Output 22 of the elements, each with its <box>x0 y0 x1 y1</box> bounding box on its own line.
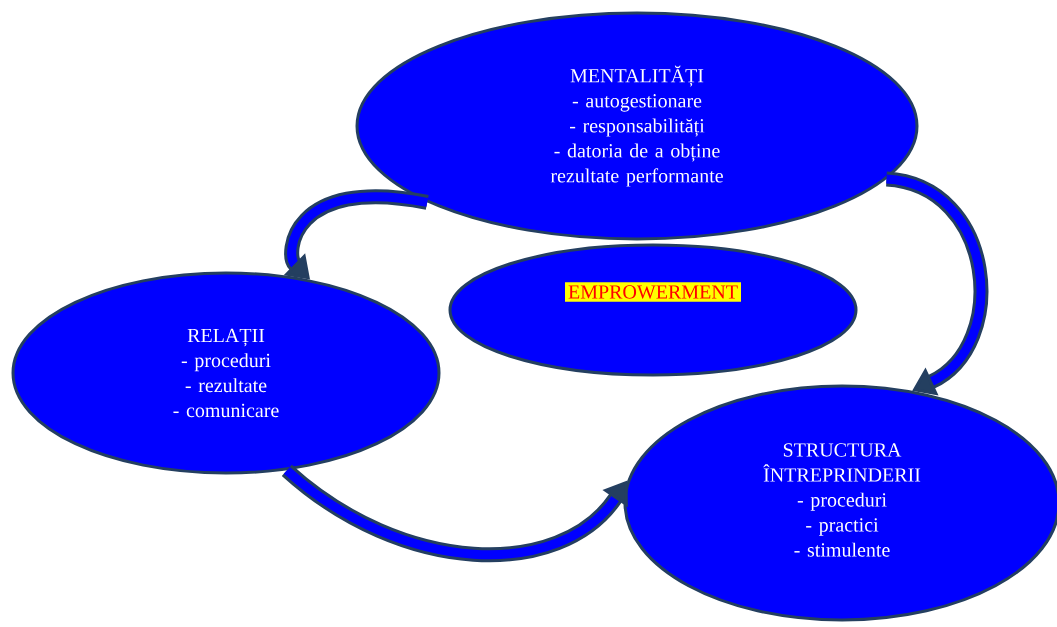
node-text: RELAȚII - proceduri - rezultate - comunicare <box>173 328 279 418</box>
curved-arrow <box>282 464 628 562</box>
node-label: - responsabilități <box>569 118 705 137</box>
node-label: RELAȚII <box>187 328 265 347</box>
node-label: MENTALITĂȚI <box>570 65 704 87</box>
ellipse <box>355 11 919 241</box>
node-label: STRUCTURA ÎNTREPRINDERII <box>763 443 921 482</box>
ellipse <box>448 243 858 377</box>
node-label: - practici <box>806 518 879 536</box>
node-label: - rezultate <box>185 378 267 393</box>
node-text: MENTALITĂȚI - autogestionare - responsabilități - datoria de a obține rezultate performante <box>550 65 723 187</box>
node-text: STRUCTURA ÎNTREPRINDERII - proceduri - practici - stimulente <box>763 443 921 557</box>
node-label: - comunicare <box>173 403 279 418</box>
node-label: - proceduri <box>797 492 887 511</box>
node-label: - autogestionare <box>572 94 702 112</box>
node-label: - proceduri <box>181 353 271 372</box>
node-text: EMPROWERMENT <box>565 282 741 302</box>
ellipse <box>623 384 1057 622</box>
node-label: - stimulente <box>794 542 890 557</box>
node-label: - datoria de a obține rezultate performante <box>550 143 723 187</box>
curved-arrow <box>885 171 989 396</box>
ellipse <box>11 271 441 475</box>
